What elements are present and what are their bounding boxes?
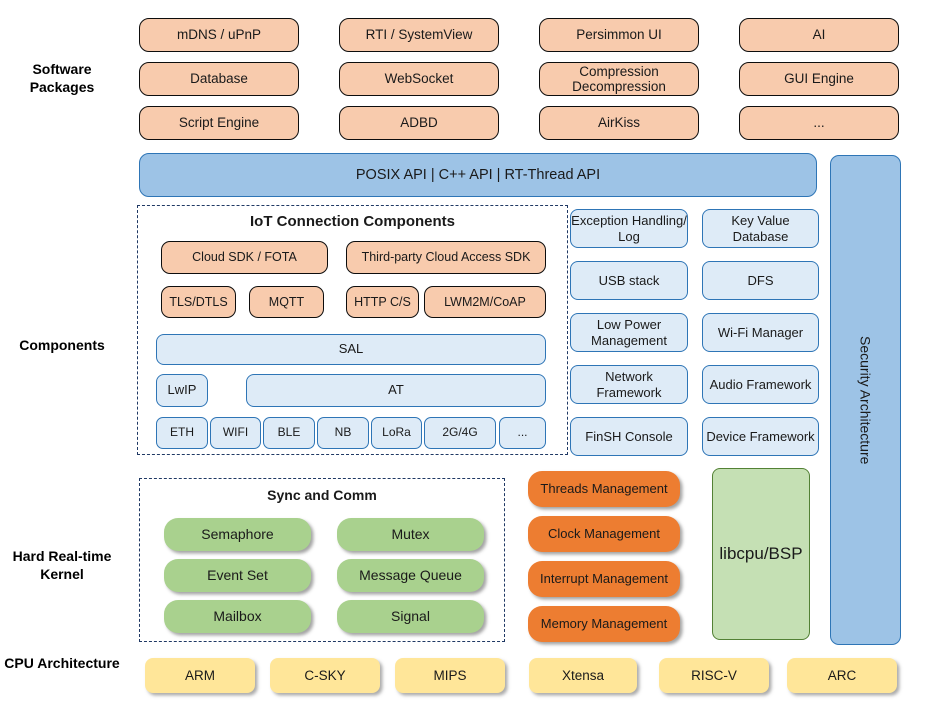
iot-mqtt: MQTT (249, 286, 324, 318)
cpu-mips: MIPS (395, 658, 505, 693)
component-wifi-manager: Wi-Fi Manager (702, 313, 819, 352)
component-low-power-management: Low Power Management (570, 313, 688, 352)
iot-lwip: LwIP (156, 374, 208, 407)
iot-http-cs: HTTP C/S (346, 286, 419, 318)
package-mdns-upnp: mDNS / uPnP (139, 18, 299, 52)
iot-cloud-sdk-fota: Cloud SDK / FOTA (161, 241, 328, 274)
kernel-interrupt-management: Interrupt Management (528, 561, 680, 597)
package-persimmon-ui: Persimmon UI (539, 18, 699, 52)
iot-link-ble: BLE (263, 417, 315, 449)
kernel-memory-management: Memory Management (528, 606, 680, 642)
package-gui-engine: GUI Engine (739, 62, 899, 96)
kernel-mailbox: Mailbox (164, 600, 311, 633)
sync-grid: Semaphore Mutex Event Set Message Queue … (164, 518, 484, 633)
component-finsh-console: FinSH Console (570, 417, 688, 456)
cpu-arc: ARC (787, 658, 897, 693)
sync-box-title: Sync and Comm (267, 487, 377, 503)
component-key-value-database: Key Value Database (702, 209, 819, 248)
iot-link-more: ... (499, 417, 546, 449)
package-compression-decompression: Compression Decompression (539, 62, 699, 96)
package-rti-systemview: RTI / SystemView (339, 18, 499, 52)
kernel-event-set: Event Set (164, 559, 311, 592)
software-packages-grid: mDNS / uPnP RTI / SystemView Persimmon U… (139, 18, 899, 140)
sync-and-comm-box: Sync and Comm Semaphore Mutex Event Set … (139, 478, 505, 642)
iot-link-nb: NB (317, 417, 369, 449)
kernel-signal: Signal (337, 600, 484, 633)
iot-link-2g4g: 2G/4G (424, 417, 496, 449)
iot-sal-layer: SAL (156, 334, 546, 365)
package-script-engine: Script Engine (139, 106, 299, 140)
package-more: ... (739, 106, 899, 140)
component-network-framework: Network Framework (570, 365, 688, 404)
iot-tls-dtls: TLS/DTLS (161, 286, 236, 318)
label-software-packages: Software Packages (29, 61, 95, 95)
component-exception-handling-log: Exception Handling/ Log (570, 209, 688, 248)
cpu-risc-v: RISC-V (659, 658, 769, 693)
cpu-arm: ARM (145, 658, 255, 693)
kernel-threads-management: Threads Management (528, 471, 680, 507)
component-audio-framework: Audio Framework (702, 365, 819, 404)
iot-box-title: IoT Connection Components (250, 213, 455, 230)
label-components: Components (19, 337, 105, 353)
cpu-xtensa: Xtensa (529, 658, 637, 693)
iot-third-party-cloud-sdk: Third-party Cloud Access SDK (346, 241, 546, 274)
package-airkiss: AirKiss (539, 106, 699, 140)
package-websocket: WebSocket (339, 62, 499, 96)
package-database: Database (139, 62, 299, 96)
api-bar: POSIX API | C++ API | RT-Thread API (139, 153, 817, 197)
iot-link-wifi: WIFI (210, 417, 261, 449)
kernel-message-queue: Message Queue (337, 559, 484, 592)
component-usb-stack: USB stack (570, 261, 688, 300)
iot-link-eth: ETH (156, 417, 208, 449)
label-cpu-architecture: CPU Architecture (4, 655, 120, 671)
package-adbd: ADBD (339, 106, 499, 140)
iot-at-layer: AT (246, 374, 546, 407)
security-architecture-bar: Security Architecture (830, 155, 901, 645)
iot-lwm2m-coap: LWM2M/CoAP (424, 286, 546, 318)
components-grid: Exception Handling/ Log Key Value Databa… (570, 209, 819, 456)
kernel-libcpu-bsp: libcpu/BSP (712, 468, 810, 640)
component-device-framework: Device Framework (702, 417, 819, 456)
kernel-clock-management: Clock Management (528, 516, 680, 552)
package-ai: AI (739, 18, 899, 52)
kernel-semaphore: Semaphore (164, 518, 311, 551)
cpu-c-sky: C-SKY (270, 658, 380, 693)
iot-link-lora: LoRa (371, 417, 422, 449)
iot-connection-components-box: IoT Connection Components Cloud SDK / FO… (137, 205, 568, 455)
component-dfs: DFS (702, 261, 819, 300)
label-hard-realtime-kernel: Hard Real-time Kernel (12, 548, 112, 582)
kernel-mutex: Mutex (337, 518, 484, 551)
